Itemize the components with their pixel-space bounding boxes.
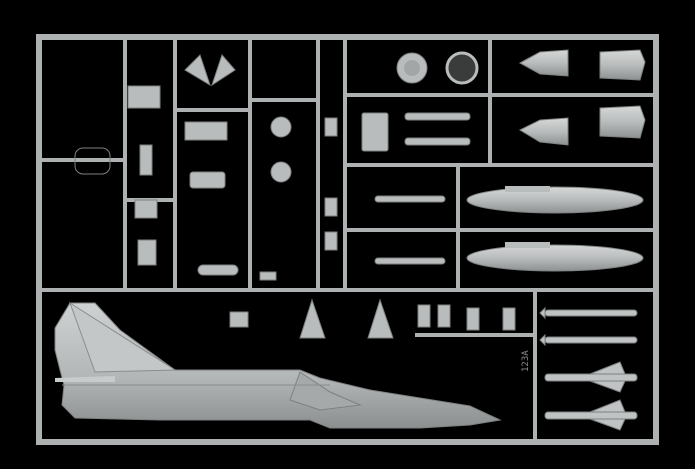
fin-parts xyxy=(184,54,394,339)
engine-nozzle-parts xyxy=(518,49,646,146)
missile-parts xyxy=(539,306,638,431)
jet-fuselage-part xyxy=(54,301,502,429)
small-detail-parts xyxy=(74,85,516,331)
sprue-runners xyxy=(39,37,656,442)
fuel-tank-upper xyxy=(466,186,644,214)
sprue-frame xyxy=(36,34,659,445)
fuel-tank-lower xyxy=(466,242,644,272)
sprue-part-code: 123A xyxy=(521,350,531,372)
pylon-parts xyxy=(361,112,471,265)
wheel-parts xyxy=(270,51,479,183)
